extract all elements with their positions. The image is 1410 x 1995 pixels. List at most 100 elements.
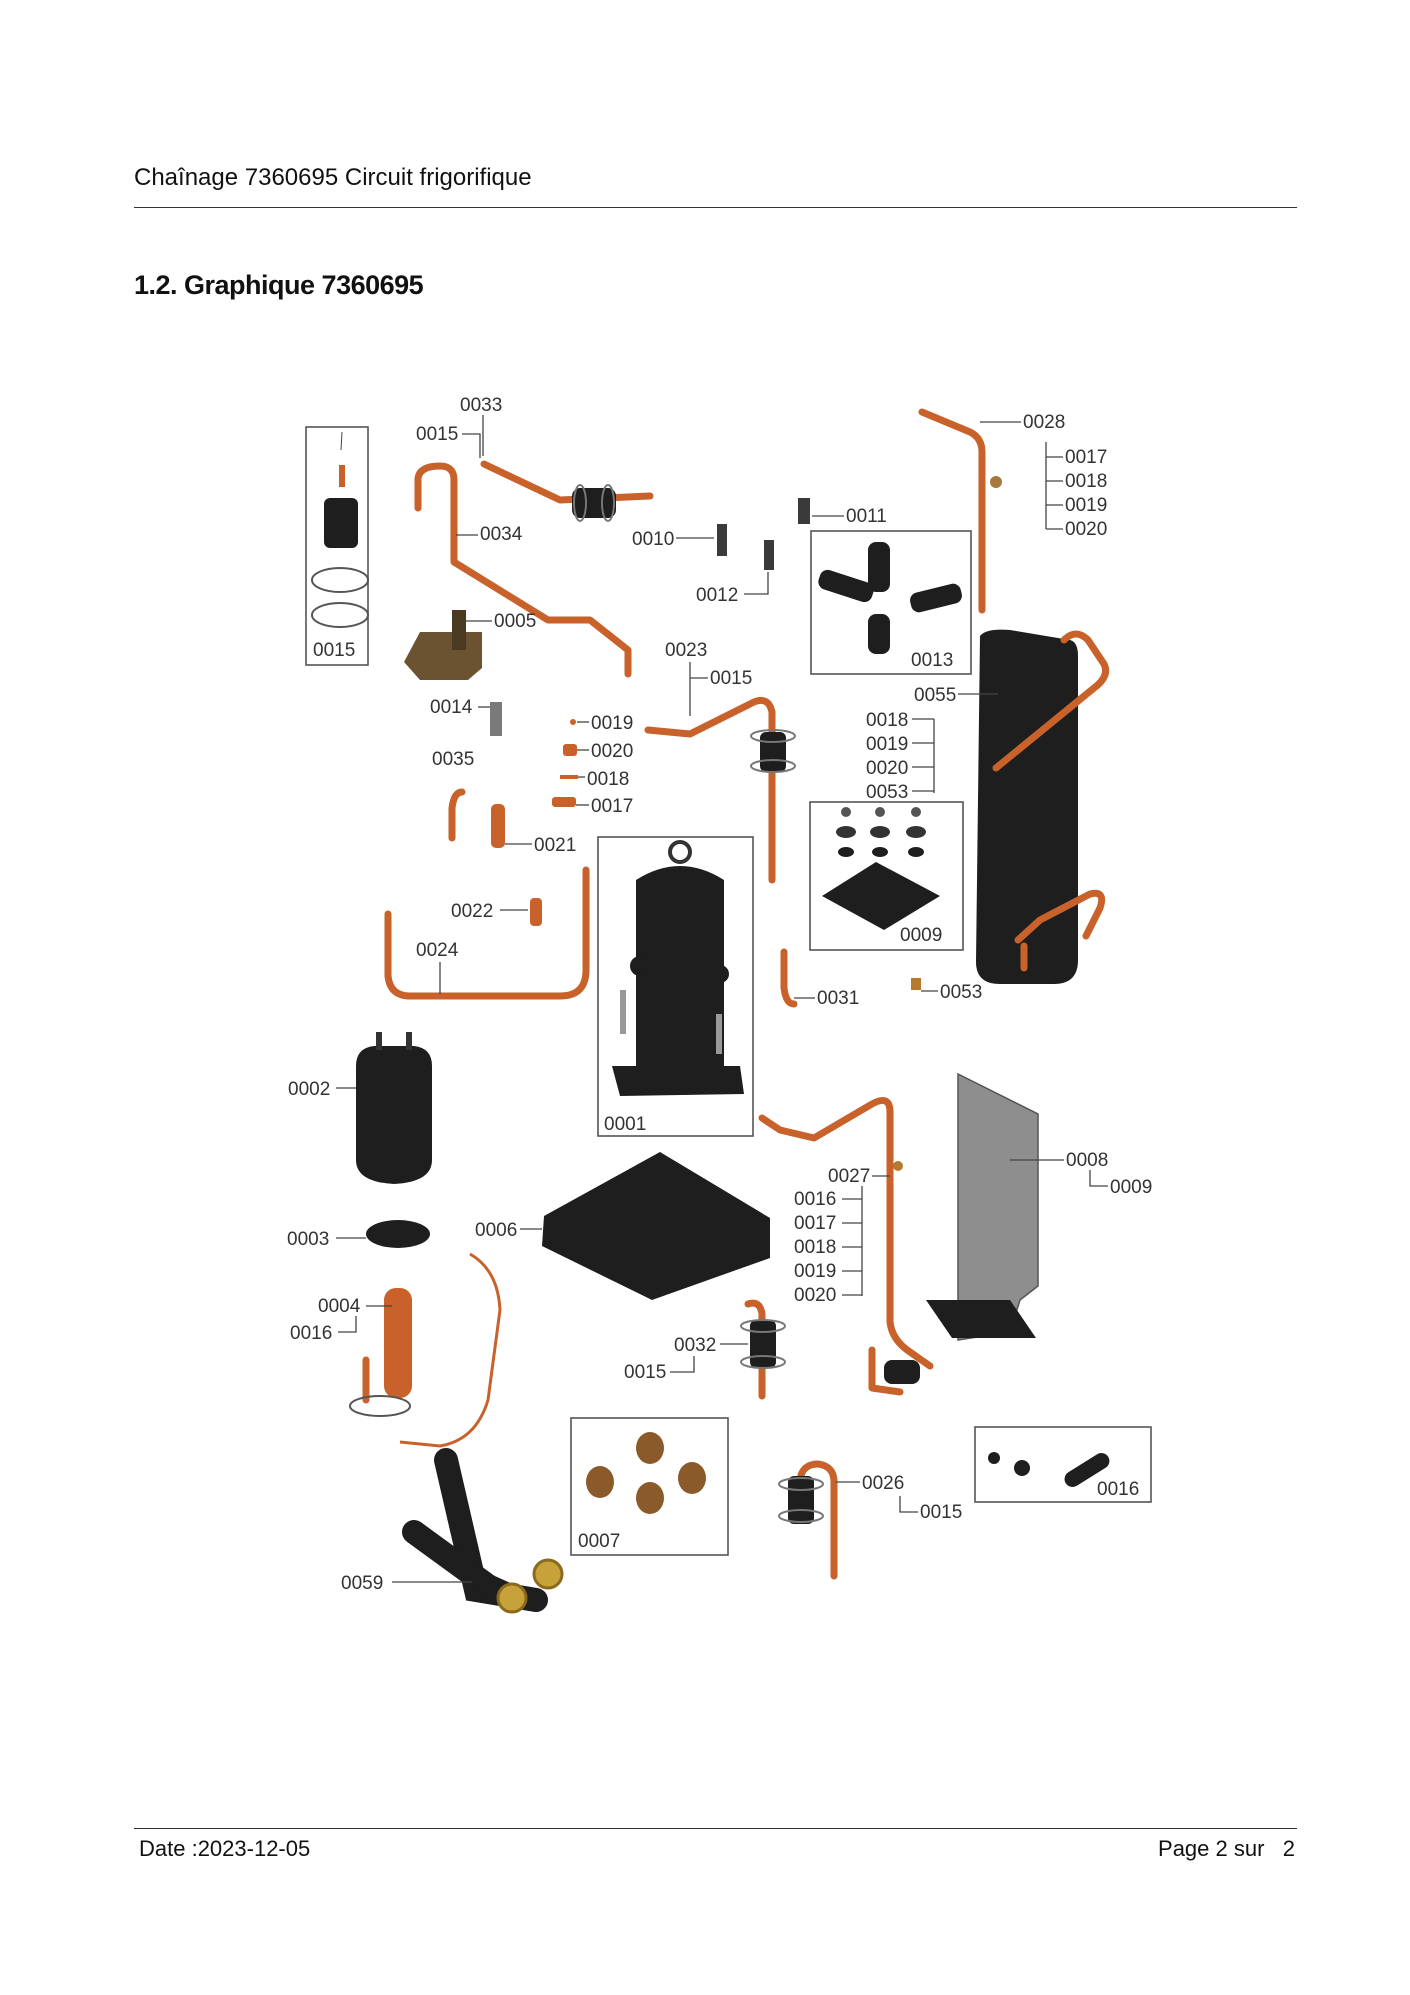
washer-part	[836, 826, 856, 838]
bracket-foot-part	[926, 1300, 1036, 1338]
hose-clamp-part	[311, 602, 369, 628]
valve-block-0005	[404, 632, 482, 680]
valve-stem-part	[452, 610, 466, 650]
kit-box-0015	[305, 426, 369, 666]
nut-part	[875, 807, 885, 817]
clamp-part	[740, 1319, 786, 1333]
footer-page-number: Page 2 sur 2	[1158, 1836, 1295, 1861]
callout-label: 0003	[287, 1229, 329, 1250]
fitting-0022	[530, 898, 542, 926]
bolt-part	[620, 990, 626, 1034]
pipe-0027	[758, 1096, 934, 1370]
grommet-part	[908, 847, 924, 857]
callout-label: 0020	[591, 741, 633, 762]
callout-label: 0009	[900, 925, 942, 946]
silencer-part	[750, 1320, 776, 1368]
leader-bracket	[842, 1186, 863, 1296]
callout-label: 0001	[604, 1114, 646, 1135]
hose-clamp-part	[311, 567, 369, 593]
callout-label: 0033	[460, 395, 502, 416]
brass-fitting-part	[532, 1558, 564, 1590]
pipe-part	[868, 1346, 904, 1396]
callout-label: 0024	[416, 940, 459, 961]
fitting-part	[893, 1161, 903, 1171]
callout-label: 0031	[817, 988, 859, 1009]
damper-part	[636, 1432, 664, 1464]
grommet-part	[872, 847, 888, 857]
callout-label: 0016	[1097, 1479, 1139, 1500]
washer-part	[906, 826, 926, 838]
capillary-tube-part	[399, 1252, 502, 1448]
callout-label: 0016	[290, 1323, 332, 1344]
valve-0012	[764, 540, 774, 570]
pipe-0033	[480, 460, 654, 504]
leader-line	[1089, 1170, 1108, 1187]
insulation-part	[910, 583, 962, 613]
header-rule	[134, 207, 1297, 208]
clip-part	[340, 431, 343, 451]
leader-bracket	[1045, 442, 1063, 530]
leader-line	[744, 572, 769, 595]
kit-box-0009	[809, 801, 964, 951]
compressor-base-part	[612, 1066, 744, 1096]
callout-label: 0005	[494, 611, 536, 632]
pipe-0035	[448, 788, 466, 842]
callout-label: 0004	[318, 1296, 361, 1317]
cap-part	[570, 719, 576, 725]
cap-part	[1014, 1460, 1030, 1476]
callout-label: 0023	[665, 640, 707, 661]
callout-label: 0034	[480, 524, 523, 545]
callout-label: 0027	[828, 1166, 870, 1187]
pipe-0026	[796, 1460, 838, 1580]
callout-label: 0019	[1065, 495, 1107, 516]
callout-label: 0018	[866, 710, 908, 731]
insulation-part	[868, 542, 890, 592]
connector-part	[376, 1032, 382, 1050]
connector-part	[406, 1032, 412, 1050]
valve-0011	[798, 498, 810, 524]
leader-line	[899, 1496, 918, 1513]
valve-0014	[490, 702, 502, 736]
insulation-part	[884, 1360, 920, 1384]
callout-label: 0017	[794, 1213, 836, 1234]
leader-line	[338, 1316, 357, 1333]
cap-part	[563, 744, 577, 756]
nut-part	[911, 807, 921, 817]
gasket-0003	[366, 1220, 430, 1248]
mounting-plate-part	[822, 862, 940, 930]
pipe-part	[992, 630, 1110, 772]
clamp-part	[750, 759, 796, 773]
callout-label: 0032	[674, 1335, 716, 1356]
washer-part	[870, 826, 890, 838]
document-header-title: Chaînage 7360695 Circuit frigorifique	[134, 164, 532, 191]
fitting-0021	[491, 804, 505, 848]
nut-part	[552, 797, 576, 807]
pipe-0034	[414, 462, 632, 678]
nut-part	[841, 807, 851, 817]
callout-label: 0053	[940, 982, 982, 1003]
callout-label: 0020	[1065, 519, 1107, 540]
pipe-0032	[744, 1299, 766, 1400]
callout-label: 0018	[1065, 471, 1107, 492]
pipe-0031	[780, 948, 798, 1008]
callout-label: 0006	[475, 1220, 517, 1241]
callout-label: 0008	[1066, 1150, 1108, 1171]
damper-part	[586, 1466, 614, 1498]
callout-label: 0010	[632, 529, 674, 550]
kit-box-0013	[810, 530, 972, 675]
leader-line	[462, 433, 481, 458]
callout-label: 0035	[432, 749, 474, 770]
callout-label: 0012	[696, 585, 738, 606]
clamp-part	[778, 1509, 824, 1523]
clamp-part	[740, 1355, 786, 1369]
callout-label: 0013	[911, 650, 953, 671]
damper-part	[678, 1462, 706, 1494]
callout-label: 0017	[1065, 447, 1107, 468]
callout-label: 0053	[866, 782, 908, 803]
brass-fitting-part	[496, 1582, 528, 1614]
callout-label: 0055	[914, 685, 956, 706]
pipe-0028	[918, 408, 986, 614]
bolt-part	[716, 1014, 722, 1054]
fitting-0053	[911, 978, 921, 990]
callout-label: 0021	[534, 835, 576, 856]
